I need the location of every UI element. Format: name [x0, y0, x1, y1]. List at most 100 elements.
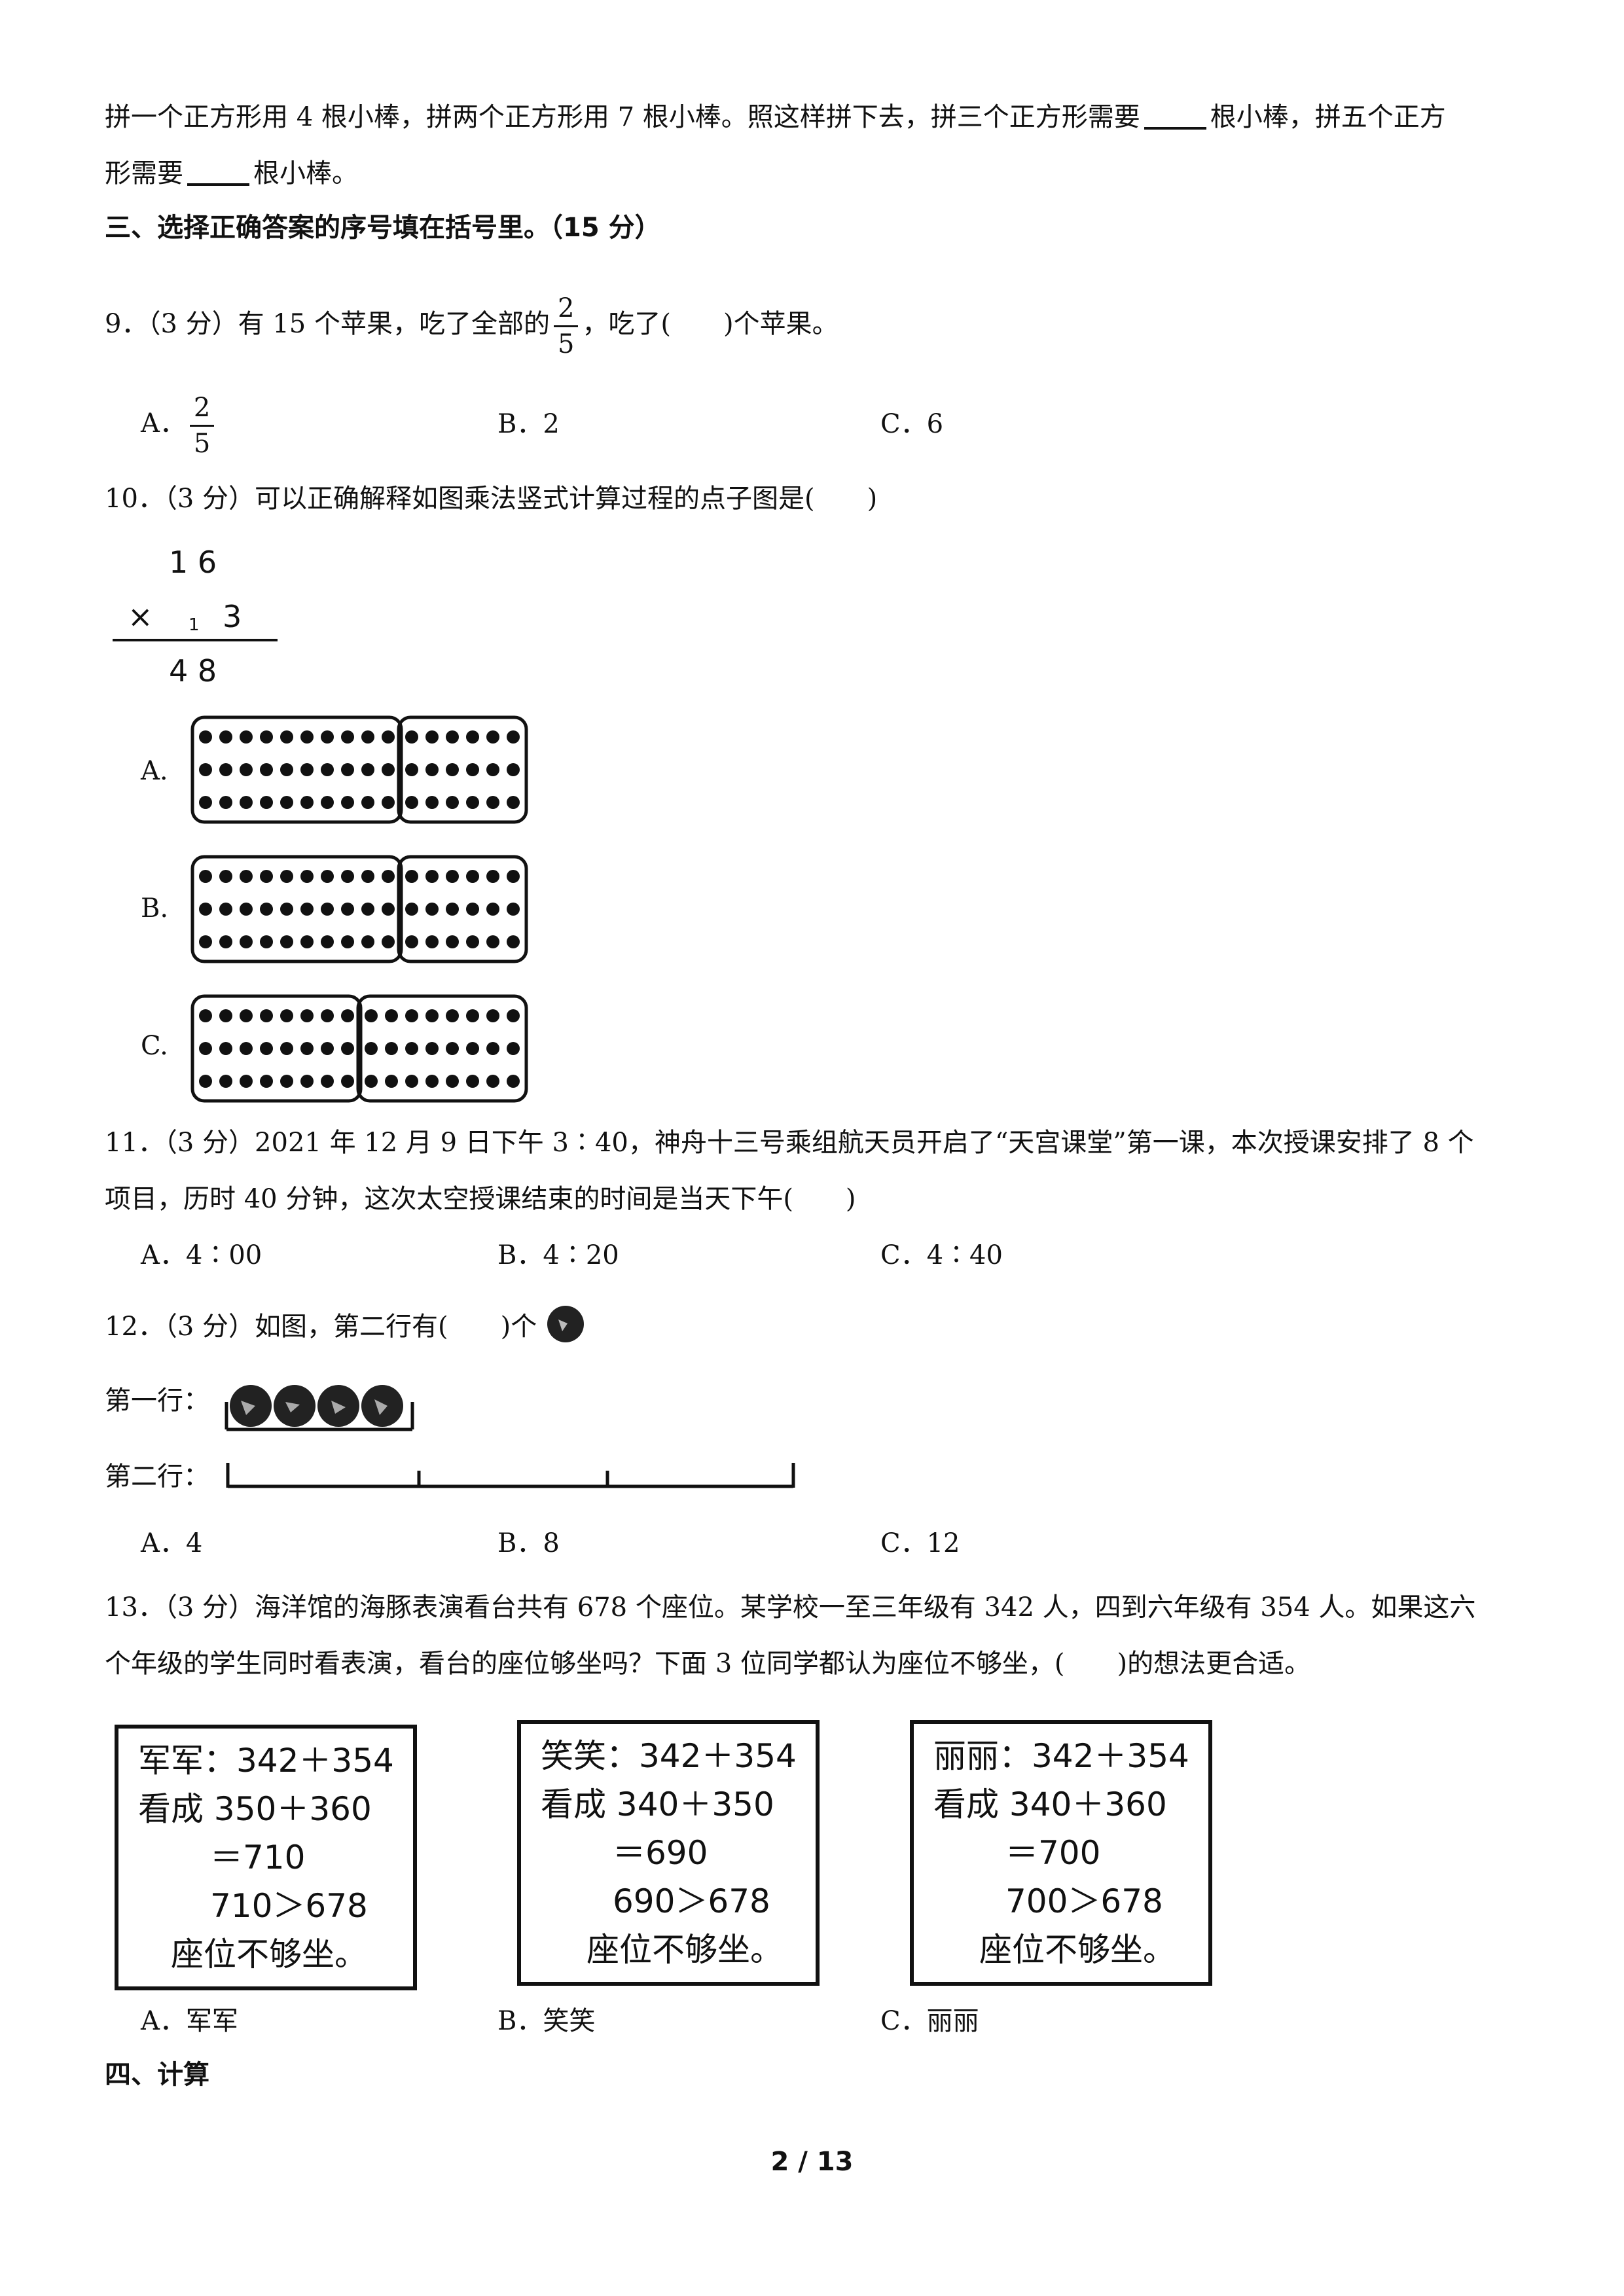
card-line: 看成 340＋350: [541, 1785, 774, 1823]
q10-option-a-label: A.: [141, 756, 168, 786]
dot: [219, 870, 232, 883]
dot: [300, 903, 314, 916]
dot: [425, 730, 439, 744]
dot: [425, 1009, 439, 1022]
dot: [300, 1042, 314, 1055]
dot: [321, 903, 334, 916]
q8-text-a: 拼一个正方形用 4 根小棒，拼两个正方形用 7 根小棒。照这样拼下去，拼三个正方…: [105, 102, 1140, 132]
dot: [199, 1009, 212, 1022]
dot: [240, 763, 253, 776]
q12-stem: 12．（3 分）如图，第二行有( )个: [105, 1304, 586, 1345]
q8-blank-1[interactable]: [1144, 98, 1206, 130]
dot: [466, 730, 479, 744]
q9-text-b: ，吃了( )个苹果。: [582, 309, 839, 339]
dot: [280, 870, 293, 883]
dot: [446, 763, 459, 776]
dot: [199, 796, 212, 809]
q12-option-b[interactable]: B．8: [497, 1528, 560, 1558]
q9-text-a: 9．（3 分）有 15 个苹果，吃了全部的: [105, 309, 550, 339]
dot: [219, 903, 232, 916]
q9-option-b[interactable]: B．2: [497, 409, 560, 439]
card-line: ＝710: [210, 1839, 306, 1876]
q11-option-c[interactable]: C．4∶40: [880, 1240, 1003, 1270]
dot: [341, 1075, 354, 1088]
dot: [260, 796, 273, 809]
q10-option-c-dots[interactable]: [190, 994, 583, 1105]
dot: [486, 730, 499, 744]
q13-card-xiaoxiao: 笑笑：342＋354 看成 340＋350 ＝690 690＞678 座位不够坐…: [517, 1720, 820, 1986]
dot: [382, 796, 395, 809]
dot: [466, 1009, 479, 1022]
q12-row2-label: 第二行：: [105, 1462, 209, 1492]
dot: [321, 1075, 334, 1088]
dot: [300, 763, 314, 776]
dot-group-right: [356, 994, 528, 1103]
page-number: 2 / 13: [770, 2147, 854, 2177]
dot: [405, 935, 418, 948]
card-line: 座位不够坐。: [586, 1931, 783, 1969]
dot: [280, 1042, 293, 1055]
dot: [321, 1009, 334, 1022]
dot: [361, 796, 374, 809]
dot: [321, 796, 334, 809]
q9-option-a-label: A．: [141, 408, 186, 439]
q12-row1-balls: [225, 1385, 414, 1431]
dot: [341, 763, 354, 776]
dot: [341, 796, 354, 809]
q9-option-a-den: 5: [193, 428, 211, 459]
q13-option-c[interactable]: C．丽丽: [880, 2006, 979, 2036]
dot: [361, 870, 374, 883]
card-line: 看成 350＋360: [138, 1790, 372, 1828]
ball-icon: [547, 1306, 584, 1342]
dot-group-left: [190, 855, 403, 963]
card-line: ＝690: [613, 1834, 708, 1872]
q10-option-b-dots[interactable]: [190, 854, 589, 965]
q9-option-c[interactable]: C．6: [880, 409, 944, 439]
dot: [385, 1009, 398, 1022]
dot: [199, 730, 212, 744]
dot: [466, 903, 479, 916]
dot: [486, 1075, 499, 1088]
dot: [365, 1042, 378, 1055]
q10-stem: 10．（3 分）可以正确解释如图乘法竖式计算过程的点子图是( ): [105, 484, 878, 514]
dot: [446, 1009, 459, 1022]
q8-text-c: 形需要: [105, 158, 183, 188]
dot: [199, 763, 212, 776]
q11-option-b[interactable]: B．4∶20: [497, 1240, 619, 1270]
dot: [260, 730, 273, 744]
q10-option-a-dots[interactable]: [190, 715, 576, 826]
dot: [341, 935, 354, 948]
dot: [486, 1042, 499, 1055]
q8-blank-2[interactable]: [187, 154, 249, 186]
dot: [280, 730, 293, 744]
q11-option-a[interactable]: A．4∶00: [141, 1240, 262, 1270]
dot: [466, 796, 479, 809]
q13-option-a[interactable]: A．军军: [141, 2006, 238, 2036]
dot: [466, 1075, 479, 1088]
dot: [405, 763, 418, 776]
q10-line: [113, 639, 278, 641]
dot: [300, 796, 314, 809]
dot: [260, 870, 273, 883]
dot-group-right: [397, 715, 528, 824]
q12-option-a[interactable]: A．4: [141, 1528, 203, 1558]
dot: [466, 1042, 479, 1055]
dot: [219, 1009, 232, 1022]
q12-option-c[interactable]: C．12: [880, 1528, 960, 1558]
card-line: 690＞678: [613, 1882, 770, 1920]
dot: [321, 870, 334, 883]
q9-frac-den: 5: [557, 329, 575, 359]
dot: [260, 1009, 273, 1022]
dot: [405, 903, 418, 916]
dot: [260, 1075, 273, 1088]
q13-card-lili: 丽丽：342＋354 看成 340＋360 ＝700 700＞678 座位不够坐…: [910, 1720, 1212, 1986]
q13-option-b[interactable]: B．笑笑: [497, 2006, 596, 2036]
q8-text-b: 根小棒，拼五个正方: [1210, 102, 1446, 132]
q11-line2: 项目，历时 40 分钟，这次太空授课结束的时间是当天下午( ): [105, 1184, 856, 1214]
dot: [300, 1009, 314, 1022]
dot: [486, 1009, 499, 1022]
dot: [300, 935, 314, 948]
dot: [446, 935, 459, 948]
